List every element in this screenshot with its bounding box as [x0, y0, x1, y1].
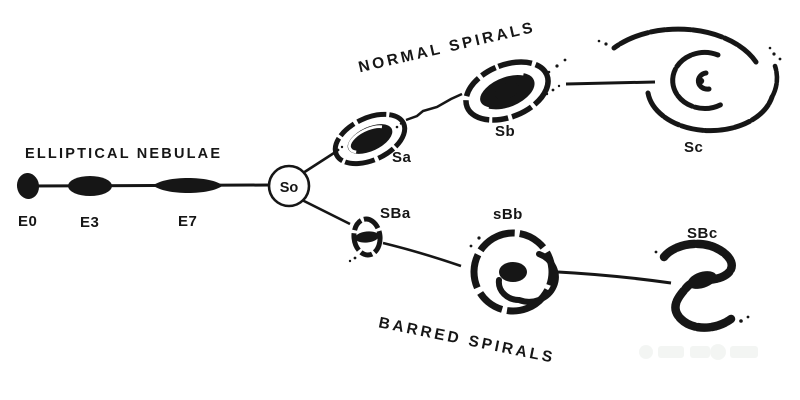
- label-sbb: sBb: [493, 206, 523, 223]
- galaxy-sb: [463, 58, 567, 123]
- connector-sb-sc: [545, 80, 656, 96]
- connector-sbb-sbc: [557, 270, 672, 285]
- galaxy-sbb: [469, 229, 559, 315]
- galaxy-sa: [332, 111, 408, 167]
- label-e7: E7: [178, 213, 197, 230]
- label-sc: Sc: [684, 139, 703, 156]
- section-title-elliptical: ELLIPTICAL NEBULAE: [25, 146, 222, 162]
- galaxy-e7: [153, 178, 223, 193]
- galaxy-sba: [348, 216, 383, 263]
- galaxy-sc: [597, 26, 782, 134]
- connector-sa-sb: [395, 92, 463, 129]
- galaxy-sbc: [654, 239, 750, 332]
- branch-line-lower: [301, 198, 351, 226]
- label-s0: So: [280, 180, 299, 196]
- label-sa: Sa: [392, 149, 412, 166]
- label-e0: E0: [18, 213, 37, 230]
- connector-sba-sbb: [382, 241, 462, 268]
- main-sequence-line: [27, 183, 271, 188]
- galaxy-e0: [16, 173, 40, 199]
- label-sb: Sb: [495, 123, 515, 140]
- label-sbc: SBc: [687, 225, 718, 242]
- label-e3: E3: [80, 214, 99, 231]
- branch-title-normal-spirals: NORMAL SPIRALS: [357, 19, 537, 76]
- branch-title-barred-spirals: BARRED SPIRALS: [377, 314, 557, 367]
- watermark: [639, 344, 758, 360]
- galaxy-e3: [68, 176, 112, 196]
- label-sba: SBa: [380, 205, 411, 222]
- node-s0: So: [267, 164, 311, 208]
